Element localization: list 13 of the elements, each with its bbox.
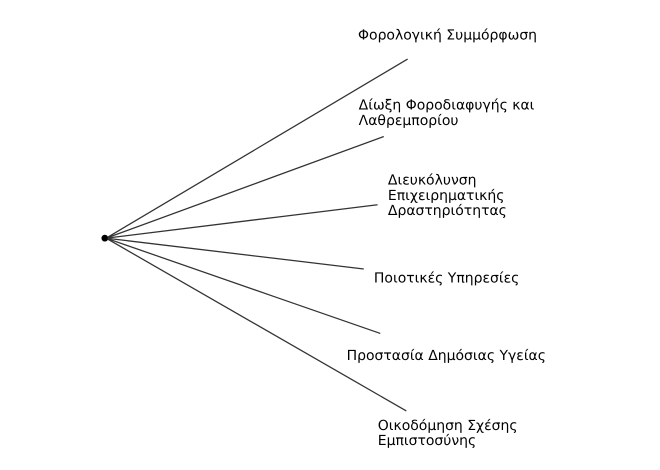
node-point	[100, 234, 108, 242]
connector	[107, 204, 378, 239]
node-text: Οικοδόμηση Σχέσης Εμπιστοσύνης	[377, 418, 518, 450]
node-text: Προστασία Δημόσιας Υγείας	[346, 348, 546, 364]
connector	[106, 58, 408, 238]
connector	[106, 238, 380, 334]
connector	[106, 238, 406, 412]
node-text: Διευκόλυνση Επιχειρηματικής Δραστηριότητας	[387, 172, 506, 220]
node-text: Φορολογική Συμμόρφωση	[358, 28, 537, 44]
connector	[107, 238, 364, 270]
node-text: Ποιοτικές Υπηρεσίες	[373, 270, 519, 286]
node-text: Δίωξη Φοροδιαφυγής και Λαθρεμπορίου	[358, 98, 534, 129]
connector	[106, 136, 384, 238]
